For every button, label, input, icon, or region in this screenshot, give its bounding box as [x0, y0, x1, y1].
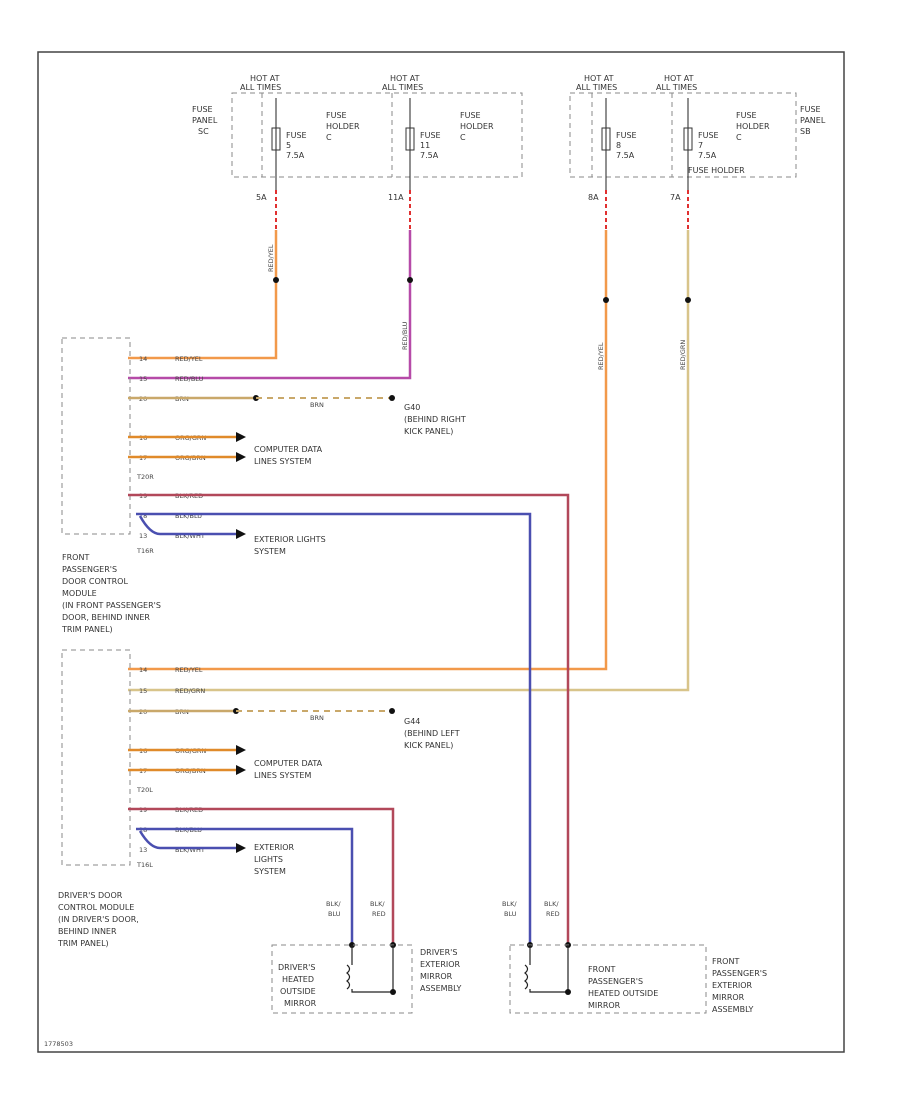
fuse-5-icon — [271, 127, 281, 151]
driver-mirror-wire-b: BLK/RED — [370, 900, 386, 918]
wire-color-label: RED/GRN — [175, 687, 205, 695]
splice-dot — [390, 989, 396, 995]
vertical-wire-label-2: RED/BLU — [401, 321, 409, 350]
vertical-wire-label-4: RED/GRN — [679, 340, 687, 370]
driver-door-module: 14 15 20 16 17 19 18 13 RED/YEL RED/GRN … — [57, 649, 460, 948]
pin-label: 14 — [139, 355, 147, 363]
splice-dot — [685, 297, 691, 303]
wire-fuse5-to-front-14 — [128, 230, 278, 360]
connector-t16l-label: T16L — [136, 861, 153, 869]
ground-point-icon — [389, 708, 395, 714]
fuse-11-icon — [405, 127, 415, 151]
pin-label: 18 — [139, 512, 147, 520]
splice-dot — [603, 297, 609, 303]
wire-color-label: RED/YEL — [175, 666, 203, 674]
arrow-right-icon — [236, 529, 246, 539]
connector-t16r-label: T16R — [136, 547, 154, 555]
connector-t20l-label: T20L — [136, 786, 153, 794]
wire-color-label: BLK/WHT — [175, 846, 205, 854]
arrow-right-icon — [236, 452, 246, 462]
pin-label: 15 — [139, 687, 147, 695]
wire-color-label: RED/BLU — [175, 375, 204, 383]
vertical-wire-label-1: RED/YEL — [267, 244, 275, 272]
arrow-right-icon — [236, 843, 246, 853]
driver-mirror-wire-a: BLK/BLU — [326, 900, 341, 918]
pin-label: 13 — [139, 532, 147, 540]
pin-11a-label: 11A — [388, 193, 404, 202]
vertical-wire-label-3: RED/YEL — [597, 342, 605, 370]
heater-element-icon — [524, 964, 529, 990]
passenger-mirror-wire-b: BLK/RED — [544, 900, 560, 918]
diagram-frame — [37, 51, 845, 1053]
pin-7a-label: 7A — [670, 193, 681, 202]
arrow-right-icon — [236, 765, 246, 775]
wire-driver-blk-red — [128, 807, 395, 945]
front-passenger-door-module: 14 15 20 16 17 19 18 13 RED/YEL RED/BLU … — [61, 337, 570, 945]
wire-color-label: RED/YEL — [175, 355, 203, 363]
pin-8a-label: 8A — [588, 193, 599, 202]
splice-dot — [565, 989, 571, 995]
heater-element-icon — [346, 964, 351, 990]
wire-front-lights — [138, 515, 238, 536]
wire-front-blk-red — [128, 493, 570, 945]
pin-label: 13 — [139, 846, 147, 854]
wire-fuse7-to-driver-15 — [128, 230, 690, 692]
wire-fuse8-to-driver-14 — [128, 230, 608, 671]
ground-wire-label: BRN — [310, 401, 324, 409]
ground-wire-label: BRN — [310, 714, 324, 722]
wire-driver-blk-blu — [136, 827, 354, 945]
diagram-code: 1778503 — [44, 1040, 73, 1048]
wire-driver-lights — [138, 830, 238, 850]
splice-dot — [273, 277, 279, 283]
pin-label: 14 — [139, 666, 147, 674]
ground-point-icon — [389, 395, 395, 401]
wire-color-label: BLK/BLU — [175, 512, 202, 520]
wire-color-label: BLK/WHT — [175, 532, 205, 540]
fuse-7-icon — [683, 127, 693, 151]
arrow-right-icon — [236, 432, 246, 442]
connector-t20r-label: T20R — [136, 473, 154, 481]
fuse-8-icon — [601, 127, 611, 151]
pin-5a-label: 5A — [256, 193, 267, 202]
pin-label: 15 — [139, 375, 147, 383]
arrow-right-icon — [236, 745, 246, 755]
wire-front-blk-blu — [136, 512, 532, 945]
passenger-mirror-wire-a: BLK/BLU — [502, 900, 517, 918]
splice-dot — [407, 277, 413, 283]
fuse-holder-label-4: FUSE HOLDER — [688, 166, 745, 175]
